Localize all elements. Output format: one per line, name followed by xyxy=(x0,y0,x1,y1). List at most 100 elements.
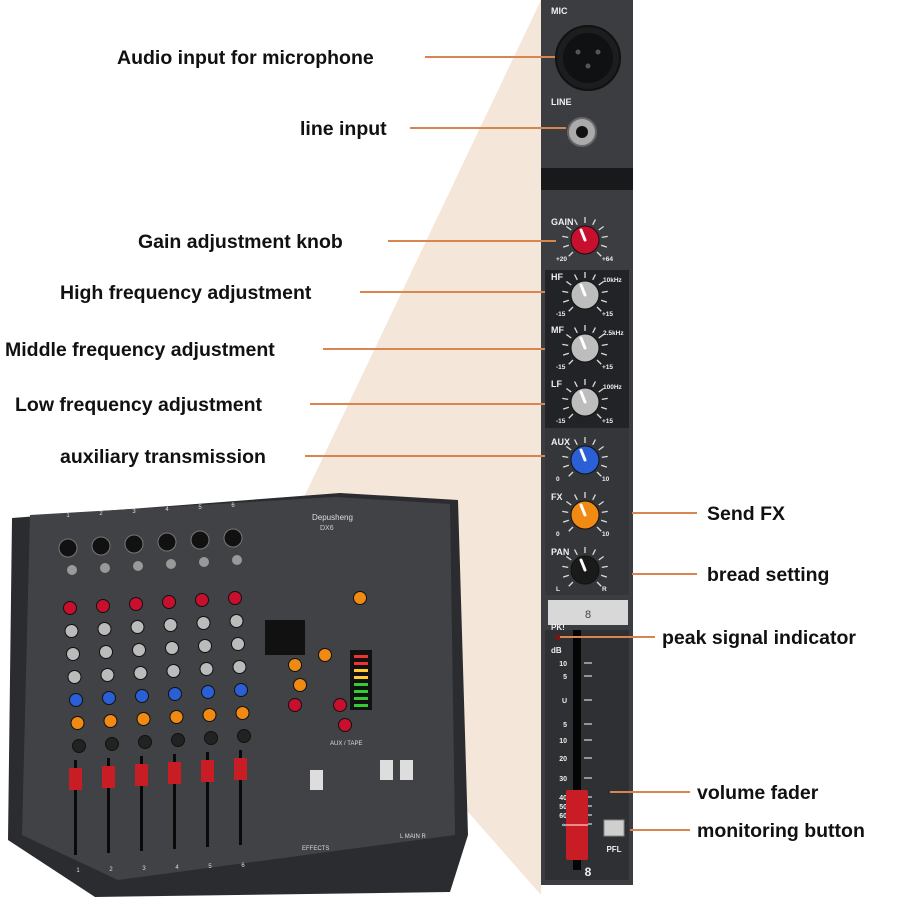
volume-fader[interactable] xyxy=(566,790,588,860)
mixer-fader xyxy=(201,760,214,782)
meter-led xyxy=(354,690,368,693)
mixer-fader xyxy=(234,758,247,780)
mixer-knob xyxy=(103,714,118,728)
mixer-knob xyxy=(293,678,307,692)
mixer-model: DX6 xyxy=(320,525,334,532)
mixer-knob xyxy=(70,716,85,730)
mixer-knob xyxy=(333,698,347,712)
pfl-button[interactable] xyxy=(603,819,625,837)
mixer-fader xyxy=(168,762,181,784)
mixer-knob xyxy=(129,597,143,611)
pan-max-label: R xyxy=(602,586,607,593)
mixer-fader xyxy=(380,760,393,780)
aux-knob-pointer xyxy=(579,448,587,462)
mixer-label-aux: AUX / TAPE xyxy=(330,741,362,747)
mixer-knob xyxy=(234,683,248,697)
mixer-knob xyxy=(353,591,367,605)
mixer-knob xyxy=(132,643,146,657)
pfl-label: PFL xyxy=(606,845,621,854)
meter-led xyxy=(354,669,368,672)
callout-label: Gain adjustment knob xyxy=(138,231,343,253)
mixer-brand-logo: Depusheng xyxy=(312,513,353,522)
mixer-knob xyxy=(97,622,112,636)
fader-scale-label: 5 xyxy=(563,722,567,729)
aux-max-label: 10 xyxy=(602,476,610,483)
channel-strip: MIC LINE GAIN+20+64HF-15+1510kHzMF-15+15… xyxy=(541,0,633,885)
fader-scale-label: 60 xyxy=(559,813,567,820)
mixer-xlr-jack xyxy=(190,530,210,550)
mixer-knob xyxy=(171,733,185,747)
mixer-knob xyxy=(130,620,145,634)
mixer-knob xyxy=(231,637,245,651)
gain-knob-pointer xyxy=(579,228,587,242)
channel-number: 8 xyxy=(585,865,592,879)
mixer-knob xyxy=(288,698,302,712)
mixer-channel-number: 1 xyxy=(76,868,80,874)
callout-label: Middle frequency adjustment xyxy=(5,339,275,361)
fader-scale-label: U xyxy=(562,698,567,705)
mixer-line-jack xyxy=(199,557,209,567)
fader-scale-label: 10 xyxy=(559,661,567,668)
mixer-knob xyxy=(136,712,151,726)
mixer-fader-slot xyxy=(107,758,110,853)
mixer-knob xyxy=(100,668,115,682)
mixer-knob xyxy=(202,708,217,722)
meter-led xyxy=(354,683,368,686)
mixer-fader-slot xyxy=(206,752,209,847)
fader-scale-label: 40 xyxy=(559,795,567,802)
mixer-knob xyxy=(198,639,212,653)
callout-label: Audio input for microphone xyxy=(117,47,374,69)
mixer-knob xyxy=(96,599,110,613)
fader-scale-label: 10 xyxy=(559,738,567,745)
mixer-channel-number: 3 xyxy=(142,866,146,872)
mixer-fader xyxy=(135,764,148,786)
lf-min-label: -15 xyxy=(556,418,566,425)
meter-led xyxy=(354,655,368,658)
fx-knob-pointer xyxy=(579,503,587,517)
pan-min-label: L xyxy=(556,586,560,593)
fader-scale-label: 30 xyxy=(559,776,567,783)
meter-led xyxy=(354,662,368,665)
mixer-knob xyxy=(196,616,211,630)
mixer-knob xyxy=(99,645,113,659)
pan-knob-pointer xyxy=(579,558,587,572)
mixer-knob xyxy=(102,691,116,705)
mixer-channel-number: 4 xyxy=(165,507,169,513)
mixer-knob xyxy=(201,685,215,699)
mixer-channel-number: 6 xyxy=(241,863,245,869)
mixer-knob xyxy=(237,729,251,743)
mixer-knob xyxy=(163,618,178,632)
gain-min-label: +20 xyxy=(556,256,567,263)
mixer-knob xyxy=(165,641,179,655)
mixer-fader-slot xyxy=(173,754,176,849)
hf-label: HF xyxy=(551,272,563,282)
mic-label: MIC xyxy=(551,6,568,16)
mixer-knob xyxy=(138,735,152,749)
mixer-knob xyxy=(162,595,176,609)
mixer-line-jack xyxy=(133,561,143,571)
callout-label: High frequency adjustment xyxy=(60,282,312,304)
fx-min-label: 0 xyxy=(556,531,560,538)
mixer-xlr-jack xyxy=(91,536,111,556)
mixer-knob xyxy=(168,687,182,701)
callout-label: volume fader xyxy=(697,782,819,804)
fader-scale-label: ∞ xyxy=(562,822,567,829)
channel-name-strip xyxy=(548,600,628,625)
mixer-knob xyxy=(232,660,247,674)
mixer-line-jack xyxy=(232,555,242,565)
meter-led xyxy=(354,704,368,707)
mf-min-label: -15 xyxy=(556,364,566,371)
mf-freq-label: 2.5kHz xyxy=(603,330,624,337)
mixer-knob xyxy=(318,648,332,662)
peak-led xyxy=(555,634,561,640)
mixer-channel-number: 6 xyxy=(231,503,235,509)
line-label: LINE xyxy=(551,97,572,107)
fx-max-label: 10 xyxy=(602,531,610,538)
mixer-fader-slot xyxy=(140,756,143,851)
mixer-knob xyxy=(67,670,82,684)
mixer-channel-number: 1 xyxy=(66,513,70,519)
callout-label: Send FX xyxy=(707,503,785,525)
mixer-knob xyxy=(105,737,119,751)
mixer-line-jack xyxy=(166,559,176,569)
